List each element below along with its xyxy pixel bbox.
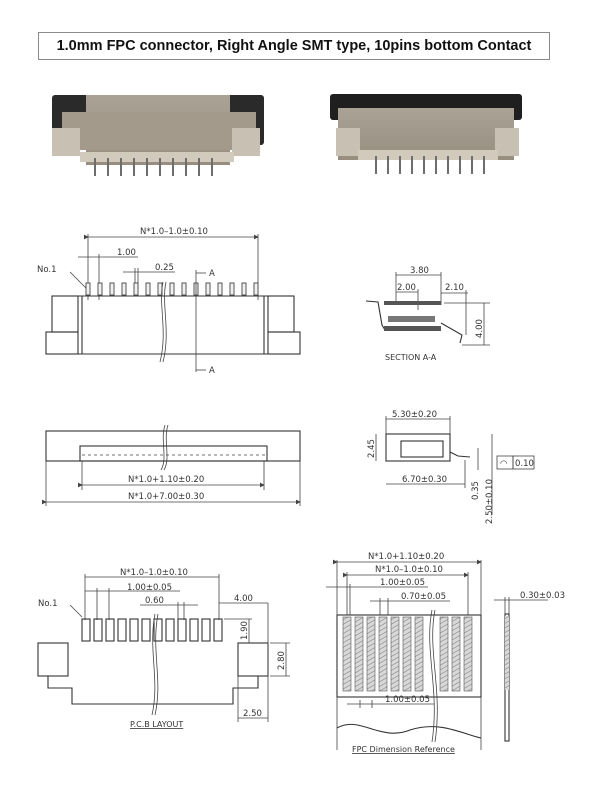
dim-pin-width: 0.25 — [155, 263, 174, 273]
dim-fpc-thickness: 0.30±0.03 — [520, 591, 565, 601]
pcb-caption: P.C.B LAYOUT — [130, 720, 183, 729]
side-view-drawing: 5.30±0.20 2.45 6.70±0.30 0.35 2.50±0.10 … — [367, 410, 535, 524]
top-view-drawing: N*1.0+1.10±0.20 N*1.0+7.00±0.30 — [42, 424, 301, 506]
flatness-symbol: ◠ — [500, 459, 507, 469]
section-mark-bottom: A — [209, 366, 215, 376]
fpc-caption: FPC Dimension Reference — [352, 745, 455, 754]
dim-fpc-contact-span: N*1.0–1.0±0.10 — [375, 565, 443, 575]
dim-fpc-contact-width: 0.70±0.05 — [401, 592, 446, 602]
dim-fpc-total-width: N*1.0+1.10±0.20 — [368, 552, 444, 562]
dim-side-offset: 4.00 — [234, 594, 253, 604]
pin1-label: No.1 — [37, 265, 57, 275]
dim-pcb-overall-pitch: N*1.0–1.0±0.10 — [120, 568, 188, 578]
dim-pcb-pitch: 1.00±0.05 — [127, 583, 172, 593]
connector-photo-front — [52, 95, 264, 176]
dim-overall-pitch: N*1.0–1.0±0.10 — [140, 227, 208, 237]
dim-pad-width: 0.60 — [145, 596, 164, 606]
dim-tab-height: 2.80 — [277, 651, 287, 670]
dim-section-top: 3.80 — [410, 266, 429, 276]
front-view-drawing: N*1.0–1.0±0.10 1.00 0.25 No.1 — [37, 227, 301, 376]
pcb-layout-drawing: N*1.0–1.0±0.10 1.00±0.05 0.60 No.1 4.00 … — [37, 568, 290, 729]
flatness-value: 0.10 — [515, 459, 534, 469]
dim-side-bottom-width: 6.70±0.30 — [402, 475, 447, 485]
dim-section-left: 2.00 — [397, 283, 416, 293]
section-mark-top: A — [209, 269, 215, 279]
dim-inner-width: N*1.0+1.10±0.20 — [128, 475, 204, 485]
section-a-a-drawing: 3.80 2.00 2.10 4.00 SECTION A-A — [365, 266, 490, 362]
connector-photo-rear — [330, 94, 522, 174]
dim-pad-length: 1.90 — [240, 621, 250, 640]
dim-fpc-pitch-top: 1.00±0.05 — [380, 578, 425, 588]
dim-side-top-width: 5.30±0.20 — [392, 410, 437, 420]
fpc-reference-drawing: N*1.0+1.10±0.20 N*1.0–1.0±0.10 1.00±0.05… — [326, 552, 565, 754]
dim-side-height: 2.45 — [367, 439, 377, 458]
dim-total-height: 2.50±0.10 — [485, 479, 495, 524]
section-caption: SECTION A-A — [385, 353, 437, 362]
dim-fpc-pitch-bottom: 1.00±0.05 — [385, 695, 430, 705]
dim-tab-width: 2.50 — [243, 709, 262, 719]
dim-lead-thickness: 0.35 — [471, 481, 481, 500]
dim-pitch: 1.00 — [117, 248, 136, 258]
pcb-pin1-label: No.1 — [38, 599, 58, 609]
dim-section-right: 2.10 — [445, 283, 464, 293]
dim-outer-width: N*1.0+7.00±0.30 — [128, 492, 204, 502]
page-title: 1.0mm FPC connector, Right Angle SMT typ… — [38, 32, 550, 60]
dim-section-height: 4.00 — [475, 319, 485, 338]
